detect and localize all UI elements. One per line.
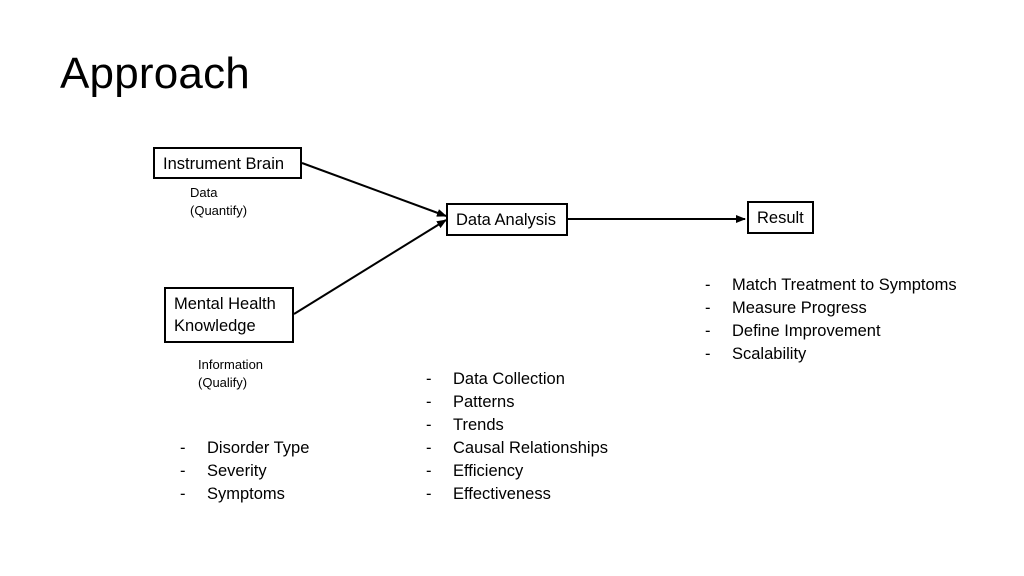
- mental-health-label-line1: Mental Health: [174, 295, 276, 313]
- list-item-text: Measure Progress: [732, 299, 867, 317]
- list-item-text: Define Improvement: [732, 322, 881, 340]
- list-item: - Efficiency: [426, 460, 608, 483]
- list-item-text: Causal Relationships: [453, 439, 609, 457]
- list-item: - Causal Relationships: [426, 437, 608, 460]
- list-item-text: Effectiveness: [453, 485, 551, 503]
- list-item: - Measure Progress: [705, 297, 957, 320]
- list-dash: -: [426, 416, 432, 434]
- slide-title: Approach: [60, 49, 250, 98]
- list-item: - Define Improvement: [705, 320, 957, 343]
- mental-health-knowledge-box: Mental Health Knowledge: [164, 287, 294, 343]
- result-box: Result: [747, 201, 814, 234]
- list-item: - Match Treatment to Symptoms: [705, 274, 957, 297]
- list-dash: -: [705, 345, 711, 363]
- list-dash: -: [426, 462, 432, 480]
- list-item-text: Scalability: [732, 345, 807, 363]
- list-item: - Symptoms: [180, 483, 309, 506]
- info-note-line2: (Qualify): [198, 375, 248, 391]
- list-dash: -: [180, 462, 186, 480]
- list-dash: -: [705, 299, 711, 317]
- data-note-line2: (Quantify): [190, 203, 248, 219]
- list-item-text: Disorder Type: [207, 439, 310, 457]
- list-item-text: Match Treatment to Symptoms: [732, 276, 957, 294]
- list-item: - Data Collection: [426, 368, 608, 391]
- info-note-line1: Information: [198, 357, 264, 372]
- list-item: - Effectiveness: [426, 483, 608, 506]
- list-item-text: Symptoms: [207, 485, 285, 503]
- analysis-list: - Data Collection - Patterns - Trends - Caus…: [426, 368, 608, 506]
- result-list: - Match Treatment to Symptoms - Measure Pr…: [705, 274, 957, 366]
- list-dash: -: [180, 485, 186, 503]
- data-quantify-note: Data (Quantify): [190, 184, 247, 220]
- list-item: - Severity: [180, 460, 309, 483]
- instrument-brain-box: Instrument Brain: [153, 147, 302, 179]
- instrument-brain-label: Instrument Brain: [163, 155, 285, 173]
- list-dash: -: [426, 393, 432, 411]
- arrow-instrument-to-analysis: [301, 162, 447, 217]
- knowledge-list: - Disorder Type - Severity - Symptoms: [180, 437, 309, 506]
- list-item: - Trends: [426, 414, 608, 437]
- list-item-text: Efficiency: [453, 462, 524, 480]
- arrow-knowledge-to-analysis: [293, 219, 447, 315]
- list-dash: -: [180, 439, 186, 457]
- list-item-text: Data Collection: [453, 370, 565, 388]
- list-dash: -: [705, 276, 711, 294]
- result-label: Result: [757, 209, 804, 227]
- list-dash: -: [426, 485, 432, 503]
- list-dash: -: [705, 322, 711, 340]
- list-item-text: Patterns: [453, 393, 515, 411]
- list-dash: -: [426, 370, 432, 388]
- data-analysis-label: Data Analysis: [456, 211, 556, 229]
- list-item-text: Severity: [207, 462, 267, 480]
- data-note-line1: Data: [190, 185, 218, 200]
- data-analysis-box: Data Analysis: [446, 203, 568, 236]
- list-item: - Scalability: [705, 343, 957, 366]
- information-qualify-note: Information (Qualify): [198, 356, 263, 392]
- list-dash: -: [426, 439, 432, 457]
- mental-health-label-line2: Knowledge: [174, 317, 256, 336]
- list-item: - Disorder Type: [180, 437, 309, 460]
- list-item-text: Trends: [453, 416, 504, 434]
- list-item: - Patterns: [426, 391, 608, 414]
